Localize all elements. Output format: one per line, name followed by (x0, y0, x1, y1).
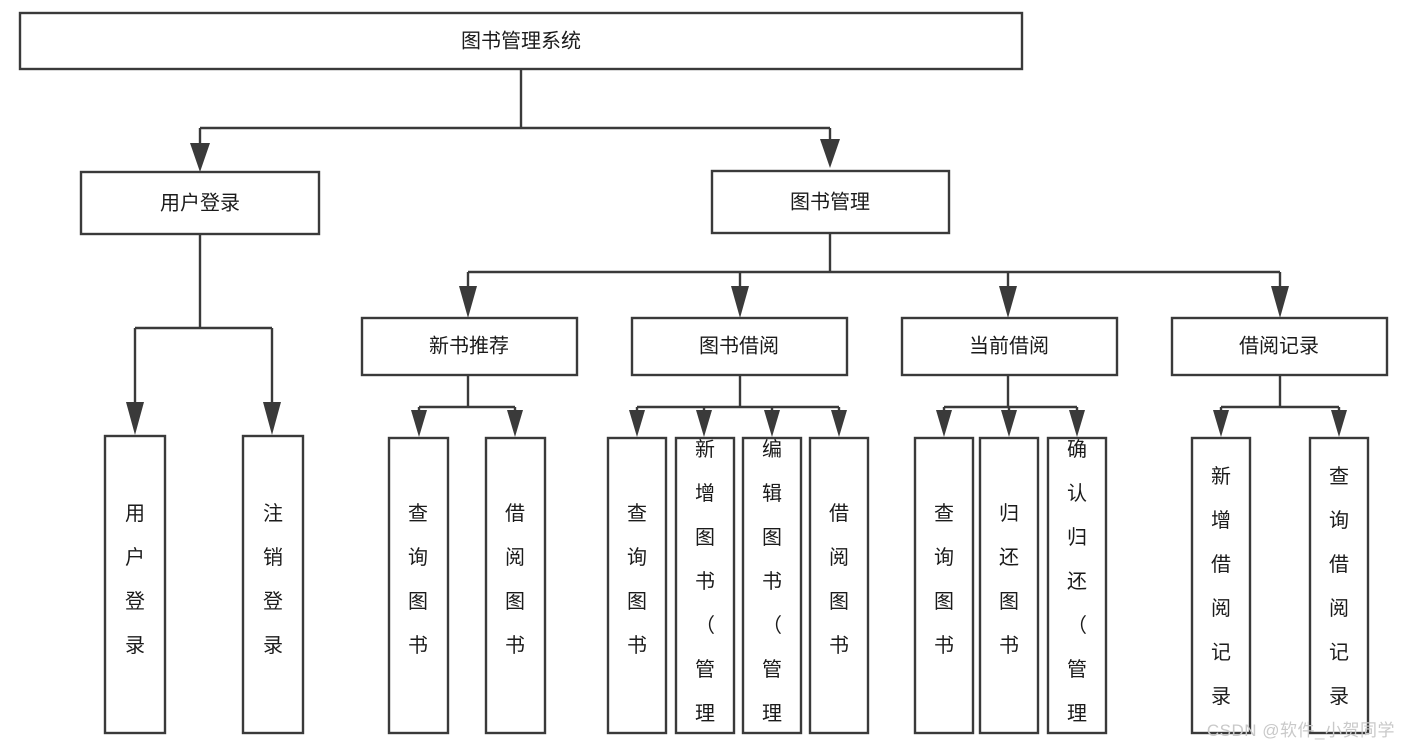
leaf-node-10-label: 归还图书 (999, 502, 1019, 657)
leaf-node-12[interactable]: 新增借阅记录 (1190, 436, 1252, 735)
leaf-node-3-label: 查询图书 (408, 502, 428, 657)
node-current-label: 当前借阅 (969, 334, 1049, 357)
leaf-node-5-box[interactable] (606, 436, 668, 735)
arrow-bookmgmt-to-record-icon (1271, 286, 1289, 318)
leaf-node-1-label: 用户登录 (125, 503, 145, 657)
leaf-node-11-label: 确认归还（管理员） (1067, 438, 1087, 747)
leaf-node-9-label: 查询图书 (934, 502, 954, 657)
arrow-bookmgmt-to-borrow-icon (731, 286, 749, 318)
leaf-node-6[interactable]: 新增图书（管理员） (674, 436, 736, 747)
node-newbook[interactable]: 新书推荐 (360, 316, 579, 377)
arrow-record-to-leaf13-icon (1331, 410, 1347, 437)
leaf-node-12-box[interactable] (1190, 436, 1252, 735)
arrow-borrow-to-leaf7-icon (764, 410, 780, 437)
arrow-borrow-to-leaf5-icon (629, 410, 645, 437)
arrow-bookmgmt-to-current-icon (999, 286, 1017, 318)
node-record-box[interactable] (1170, 316, 1389, 377)
leaf-node-7-label: 编辑图书（管理员） (762, 438, 782, 747)
node-borrow[interactable]: 图书借阅 (630, 316, 849, 377)
leaf-node-11[interactable]: 确认归还（管理员） (1046, 436, 1108, 747)
leaf-node-13-box[interactable] (1308, 436, 1370, 735)
arrow-bookmgmt-to-newbook-icon (459, 286, 477, 318)
leaf-node-10-box[interactable] (978, 436, 1040, 735)
leaf-node-4-box[interactable] (484, 436, 547, 735)
leaf-node-3[interactable]: 查询图书 (387, 436, 450, 735)
leaf-node-1[interactable]: 用户登录 (103, 434, 167, 735)
node-root-label: 图书管理系统 (461, 29, 581, 52)
node-bookmgmt[interactable]: 图书管理 (710, 169, 951, 235)
arrow-root-to-login-icon (190, 143, 210, 172)
leaf-node-9[interactable]: 查询图书 (913, 436, 975, 735)
arrow-current-to-leaf10-icon (1001, 410, 1017, 437)
node-borrow-box[interactable] (630, 316, 849, 377)
node-bookmgmt-box[interactable] (710, 169, 951, 235)
leaf-node-10[interactable]: 归还图书 (978, 436, 1040, 735)
arrow-current-to-leaf9-icon (936, 410, 952, 437)
node-login[interactable]: 用户登录 (79, 170, 321, 236)
node-current-box[interactable] (900, 316, 1119, 377)
arrow-borrow-to-leaf8-icon (831, 410, 847, 437)
leaf-node-13[interactable]: 查询借阅记录 (1308, 436, 1370, 735)
arrow-record-to-leaf12-icon (1213, 410, 1229, 437)
node-bookmgmt-label: 图书管理 (790, 190, 870, 213)
leaf-node-8-box[interactable] (808, 436, 870, 735)
node-login-label: 用户登录 (160, 191, 240, 214)
node-root-box[interactable] (18, 11, 1024, 71)
arrow-login-to-leaf1-icon (126, 402, 144, 435)
arrow-current-to-leaf11-icon (1069, 410, 1085, 437)
node-record-label: 借阅记录 (1239, 334, 1319, 357)
arrow-newbook-to-leaf3-icon (411, 410, 427, 437)
leaf-node-9-box[interactable] (913, 436, 975, 735)
leaf-node-6-label: 新增图书（管理员） (695, 438, 715, 747)
leaf-node-11-box[interactable] (1046, 436, 1108, 735)
leaf-node-2-box[interactable] (241, 434, 305, 735)
leaf-node-2[interactable]: 注销登录 (241, 434, 305, 735)
leaf-node-7[interactable]: 编辑图书（管理员） (741, 436, 803, 747)
arrow-login-to-leaf2-icon (263, 402, 281, 435)
node-borrow-label: 图书借阅 (699, 334, 779, 357)
node-record[interactable]: 借阅记录 (1170, 316, 1389, 377)
leaf-node-8-label: 借阅图书 (829, 502, 849, 657)
arrow-root-to-bookmgmt-icon (820, 139, 840, 168)
leaf-node-5[interactable]: 查询图书 (606, 436, 668, 735)
leaf-node-13-label: 查询借阅记录 (1329, 465, 1349, 708)
node-root[interactable]: 图书管理系统 (18, 11, 1024, 71)
node-login-box[interactable] (79, 170, 321, 236)
node-current[interactable]: 当前借阅 (900, 316, 1119, 377)
arrow-borrow-to-leaf6-icon (696, 410, 712, 437)
leaf-node-1-box[interactable] (103, 434, 167, 735)
leaf-node-8[interactable]: 借阅图书 (808, 436, 870, 735)
leaf-node-4-label: 借阅图书 (505, 502, 525, 657)
connector-layer (126, 69, 1347, 437)
arrow-newbook-to-leaf4-icon (507, 410, 523, 437)
node-newbook-box[interactable] (360, 316, 579, 377)
leaf-node-3-box[interactable] (387, 436, 450, 735)
leaf-node-4[interactable]: 借阅图书 (484, 436, 547, 735)
leaf-node-2-label: 注销登录 (263, 502, 283, 657)
leaf-node-7-box[interactable] (741, 436, 803, 735)
leaf-node-5-label: 查询图书 (627, 502, 647, 657)
leaf-node-12-label: 新增借阅记录 (1211, 465, 1231, 708)
node-newbook-label: 新书推荐 (429, 334, 509, 357)
leaf-node-6-box[interactable] (674, 436, 736, 735)
